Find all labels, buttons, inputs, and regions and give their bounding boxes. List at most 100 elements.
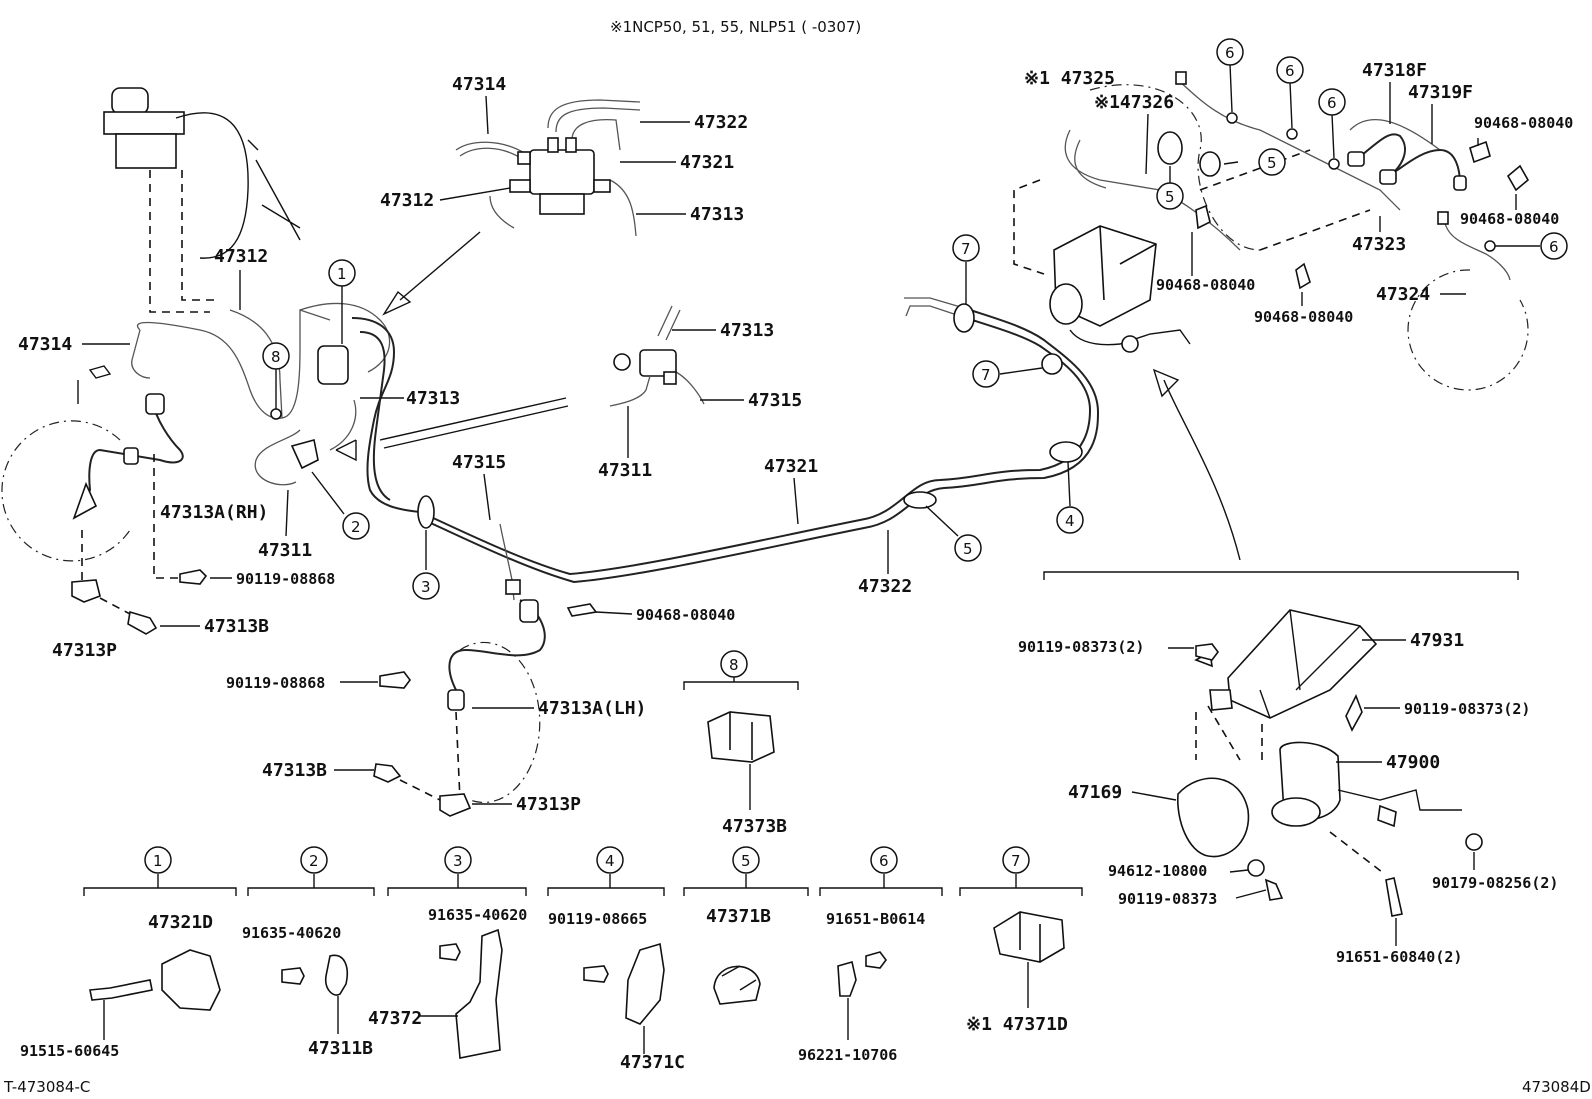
- svg-text:7: 7: [961, 240, 971, 258]
- label-90119-08373-2a: 90119-08373(2): [1018, 638, 1144, 656]
- bolt-90119-08373: [1264, 878, 1284, 901]
- callout-3: 3: [412, 572, 440, 600]
- svg-text:2: 2: [351, 518, 361, 536]
- bolt-lh: [379, 671, 411, 689]
- clamp-7b: [1041, 353, 1063, 375]
- label-47322-c: 47322: [858, 576, 912, 597]
- group-1: [83, 874, 237, 1040]
- svg-text:4: 4: [1065, 512, 1075, 530]
- callout-5: 5: [954, 534, 982, 562]
- svg-text:8: 8: [729, 656, 739, 674]
- label-47371b: 47371B: [706, 906, 771, 927]
- bolt-91651-60840: [1385, 877, 1403, 917]
- figure-code-right: 473084D: [1522, 1078, 1591, 1096]
- svg-text:6: 6: [1225, 44, 1235, 62]
- group-callout-3: 3: [444, 846, 472, 874]
- label-47324: 47324: [1376, 284, 1430, 305]
- label-47321-top: 47321: [680, 152, 734, 173]
- clip-47313p-lh: [439, 793, 472, 817]
- callout-5b: 5: [1258, 148, 1286, 176]
- bolt-rh: [179, 569, 208, 585]
- abs-actuator-small: [317, 345, 349, 385]
- clamp-4: [1049, 441, 1083, 463]
- svg-text:6: 6: [879, 852, 889, 870]
- label-91651-60840: 91651-60840(2): [1336, 948, 1462, 966]
- group-2: [247, 874, 375, 1034]
- label-47314-left: 47314: [18, 334, 72, 355]
- label-47313-mid: 47313: [406, 388, 460, 409]
- svg-text:1: 1: [153, 852, 163, 870]
- svg-text:6: 6: [1285, 62, 1295, 80]
- bolt-47313b-lh: [373, 763, 402, 783]
- callout-7a: 7: [952, 234, 980, 262]
- load-sensing-valve-detail: [1177, 609, 1462, 873]
- svg-text:5: 5: [963, 540, 973, 558]
- label-90468-c: 90468-08040: [1460, 210, 1559, 228]
- label-91635-40620-a: 91635-40620: [242, 924, 341, 942]
- group-callout-6: 6: [870, 846, 898, 874]
- label-90468-e: 90468-08040: [1254, 308, 1353, 326]
- group-callout-7: 7: [1002, 846, 1030, 874]
- group-7: [959, 874, 1083, 1008]
- label-47373b: 47373B: [722, 816, 787, 837]
- svg-text:7: 7: [981, 366, 991, 384]
- label-47313p-a: 47313P: [52, 640, 117, 661]
- callout-7b: 7: [972, 360, 1000, 388]
- label-96221-10706: 96221-10706: [798, 1046, 897, 1064]
- callout-6c: 6: [1318, 88, 1346, 116]
- svg-text:5: 5: [1165, 188, 1175, 206]
- callout-4: 4: [1056, 506, 1084, 534]
- svg-text:3: 3: [453, 852, 463, 870]
- label-47313-c: 47313: [720, 320, 774, 341]
- figure-code-left: T-473084-C: [3, 1078, 90, 1096]
- label-47372: 47372: [368, 1008, 422, 1029]
- svg-text:6: 6: [1327, 94, 1337, 112]
- callout-8: 8: [262, 342, 290, 370]
- center-valve-detail: [609, 305, 705, 407]
- svg-text:4: 4: [605, 852, 615, 870]
- label-47311-left: 47311: [258, 540, 312, 561]
- label-47312-left: 47312: [214, 246, 268, 267]
- clamp-5: [903, 491, 937, 509]
- bolt-47313b-rh: [127, 610, 158, 635]
- svg-text:7: 7: [1011, 852, 1021, 870]
- label-90179: 90179-08256(2): [1432, 874, 1558, 892]
- label-91635-40620-b: 91635-40620: [428, 906, 527, 924]
- callout-5c: 5: [1156, 182, 1184, 210]
- label-94612: 94612-10800: [1108, 862, 1207, 880]
- svg-text:5: 5: [741, 852, 751, 870]
- group-callout-1: 1: [144, 846, 172, 874]
- bolt-47931-right: [1345, 694, 1363, 732]
- label-47313a-rh: 47313A(RH): [160, 502, 268, 523]
- group-callout-4: 4: [596, 846, 624, 874]
- label-47311-c: 47311: [598, 460, 652, 481]
- label-47311b: 47311B: [308, 1038, 373, 1059]
- svg-text:8: 8: [271, 348, 281, 366]
- label-47314-top: 47314: [452, 74, 506, 95]
- bolt-90179: [1465, 833, 1483, 851]
- label-47931: 47931: [1410, 630, 1464, 651]
- svg-text:3: 3: [421, 578, 431, 596]
- group-callout-2: 2: [300, 846, 328, 874]
- label-47313b-a: 47313B: [204, 616, 269, 637]
- label-47900: 47900: [1386, 752, 1440, 773]
- clamp-3: [417, 495, 435, 529]
- label-90119-08868-a: 90119-08868: [236, 570, 335, 588]
- callout-1: 1: [328, 259, 356, 287]
- bolt-47931-left: [1195, 643, 1219, 661]
- clamp-7a: [953, 303, 975, 333]
- proportioning-valve-detail: [455, 99, 641, 237]
- label-91515-60645: 91515-60645: [20, 1042, 119, 1060]
- label-47313-top: 47313: [690, 204, 744, 225]
- model-header: ※1NCP50, 51, 55, NLP51 ( -0307): [610, 18, 861, 36]
- callout-6d: 6: [1540, 232, 1568, 260]
- group-6: [819, 874, 943, 1040]
- label-90468-b: 90468-08040: [1474, 114, 1573, 132]
- label-47325: ※1 47325: [1024, 68, 1115, 89]
- svg-text:5: 5: [1267, 154, 1277, 172]
- label-47315-c: 47315: [748, 390, 802, 411]
- svg-text:1: 1: [337, 265, 347, 283]
- label-90468-a: 90468-08040: [636, 606, 735, 624]
- label-47371d: ※1 47371D: [966, 1014, 1068, 1035]
- washer-94612: [1247, 859, 1265, 877]
